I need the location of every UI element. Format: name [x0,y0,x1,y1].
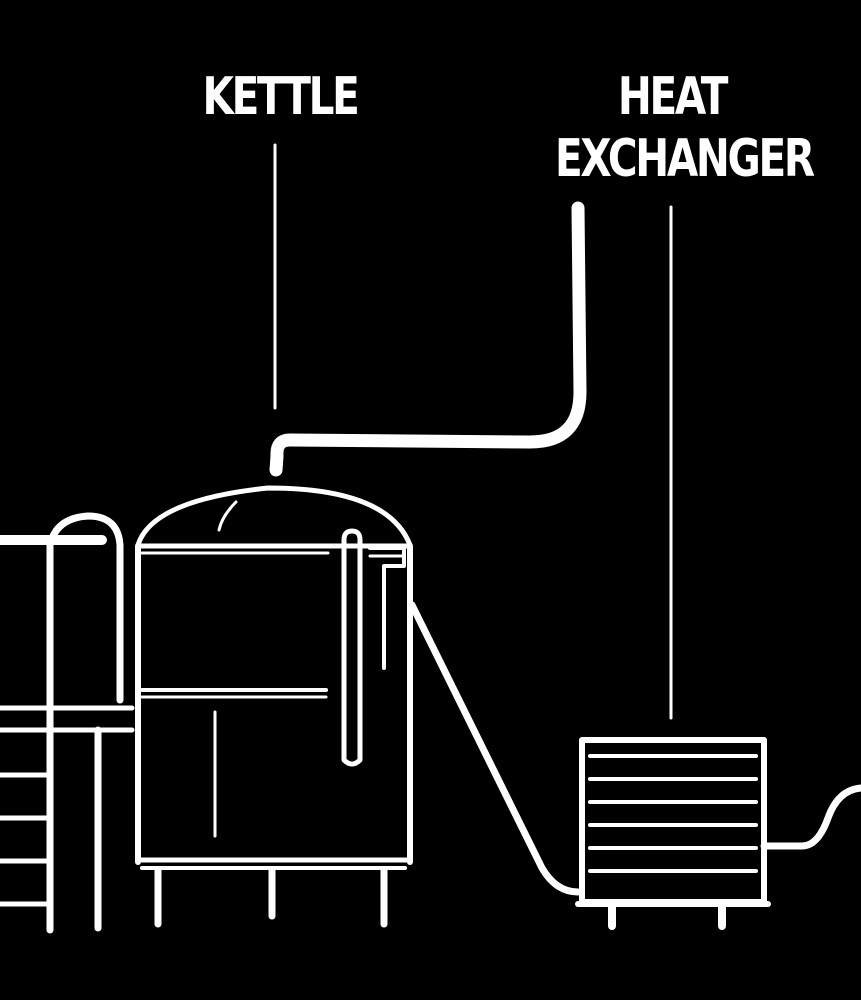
kettle-sight-glass [341,528,363,767]
heat-exchanger [575,737,861,930]
heat-exchanger-label-line2: EXCHANGER [555,129,815,189]
heat-exchanger-frame [579,737,767,905]
platform-handrail-loop [46,512,124,934]
heat-exchanger-label-line1: HEAT [617,67,729,127]
kettle-dome-highlight [217,500,238,532]
kettle [135,485,413,928]
vapor-pipe [269,201,587,477]
heat-exchanger-outlet-pipe [760,784,861,850]
kettle-side-pipe [368,546,406,670]
transfer-pipe [408,601,582,896]
platform [0,512,135,934]
kettle-label: KETTLE [202,67,360,127]
kettle-dome [135,485,413,548]
